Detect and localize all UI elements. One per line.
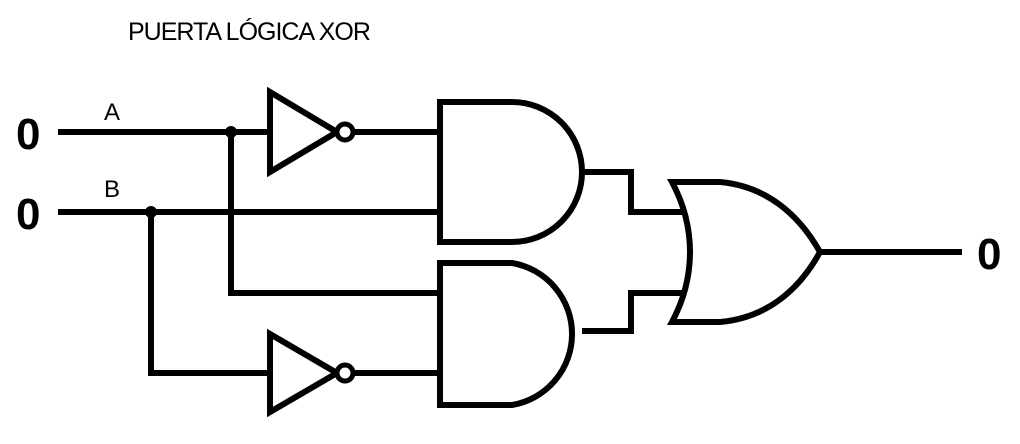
output-value: 0	[977, 230, 1001, 279]
not-gate-a-triangle	[267, 86, 343, 178]
wire-a-branch	[228, 132, 440, 296]
diagram-title: PUERTA LÓGICA XOR	[128, 17, 370, 46]
wire-b-branch	[148, 212, 270, 376]
not-gate-b-bubble	[334, 362, 356, 384]
wire-and2-to-or	[582, 290, 682, 334]
junction-a-dot	[225, 126, 237, 138]
not-gate-b-triangle	[267, 328, 343, 418]
wires	[58, 129, 962, 376]
wire-and1-to-or	[582, 169, 682, 215]
input-a-label: A	[104, 99, 120, 126]
and-gate-1	[437, 99, 585, 245]
or-gate	[667, 179, 824, 325]
not-gate-a-bubble	[334, 121, 356, 143]
junction-b-dot	[145, 206, 157, 218]
not-gate-a	[267, 86, 356, 178]
and-gate-2	[437, 260, 575, 408]
input-a-value: 0	[16, 110, 40, 159]
not-gate-b	[267, 328, 356, 418]
input-b-value: 0	[16, 190, 40, 239]
input-b-label: B	[104, 176, 120, 203]
